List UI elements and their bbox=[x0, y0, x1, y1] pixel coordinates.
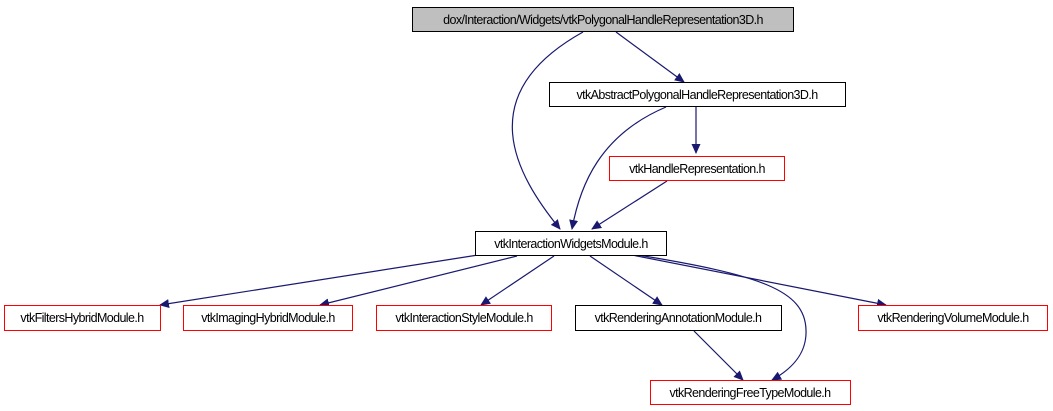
node-widgets[interactable]: vtkInteractionWidgetsModule.h bbox=[475, 231, 667, 256]
node-label: vtkImagingHybridModule.h bbox=[201, 311, 335, 325]
edge-widgets-to-freetype bbox=[637, 254, 807, 381]
edges bbox=[159, 31, 887, 381]
node-label: vtkInteractionWidgetsModule.h bbox=[494, 237, 648, 251]
edge-widgets-to-filters bbox=[159, 254, 479, 309]
node-label: vtkRenderingFreeTypeModule.h bbox=[669, 386, 831, 400]
node-filters[interactable]: vtkFiltersHybridModule.h bbox=[4, 305, 161, 331]
edge-widgets-to-style bbox=[480, 255, 555, 306]
edge-root-to-abstract bbox=[615, 31, 685, 83]
edge-widgets-to-annotation bbox=[589, 255, 663, 306]
edge-widgets-to-volume bbox=[631, 254, 887, 308]
edge-widgets-to-imaging bbox=[319, 255, 518, 308]
edge-root-to-widgets bbox=[511, 31, 584, 230]
node-label: vtkRenderingVolumeModule.h bbox=[877, 311, 1029, 325]
node-label: vtkInteractionStyleModule.h bbox=[395, 311, 533, 325]
node-label: vtkAbstractPolygonalHandleRepresentation… bbox=[576, 88, 818, 102]
edge-handle-to-widgets bbox=[591, 180, 668, 230]
edge-annotation-to-freetype bbox=[693, 330, 744, 381]
edge-abstract-to-widgets bbox=[569, 106, 667, 230]
node-root[interactable]: dox/Interaction/Widgets/vtkPolygonalHand… bbox=[412, 7, 794, 32]
node-imaging[interactable]: vtkImagingHybridModule.h bbox=[183, 305, 353, 331]
node-handle[interactable]: vtkHandleRepresentation.h bbox=[609, 156, 785, 181]
node-label: vtkHandleRepresentation.h bbox=[629, 162, 765, 176]
node-label: dox/Interaction/Widgets/vtkPolygonalHand… bbox=[443, 13, 763, 27]
node-abstract[interactable]: vtkAbstractPolygonalHandleRepresentation… bbox=[549, 82, 846, 107]
node-label: vtkFiltersHybridModule.h bbox=[20, 311, 144, 325]
node-volume[interactable]: vtkRenderingVolumeModule.h bbox=[858, 305, 1048, 331]
node-style[interactable]: vtkInteractionStyleModule.h bbox=[376, 305, 552, 331]
node-annotation[interactable]: vtkRenderingAnnotationModule.h bbox=[575, 305, 782, 331]
node-label: vtkRenderingAnnotationModule.h bbox=[595, 311, 762, 325]
node-freetype[interactable]: vtkRenderingFreeTypeModule.h bbox=[650, 380, 851, 405]
